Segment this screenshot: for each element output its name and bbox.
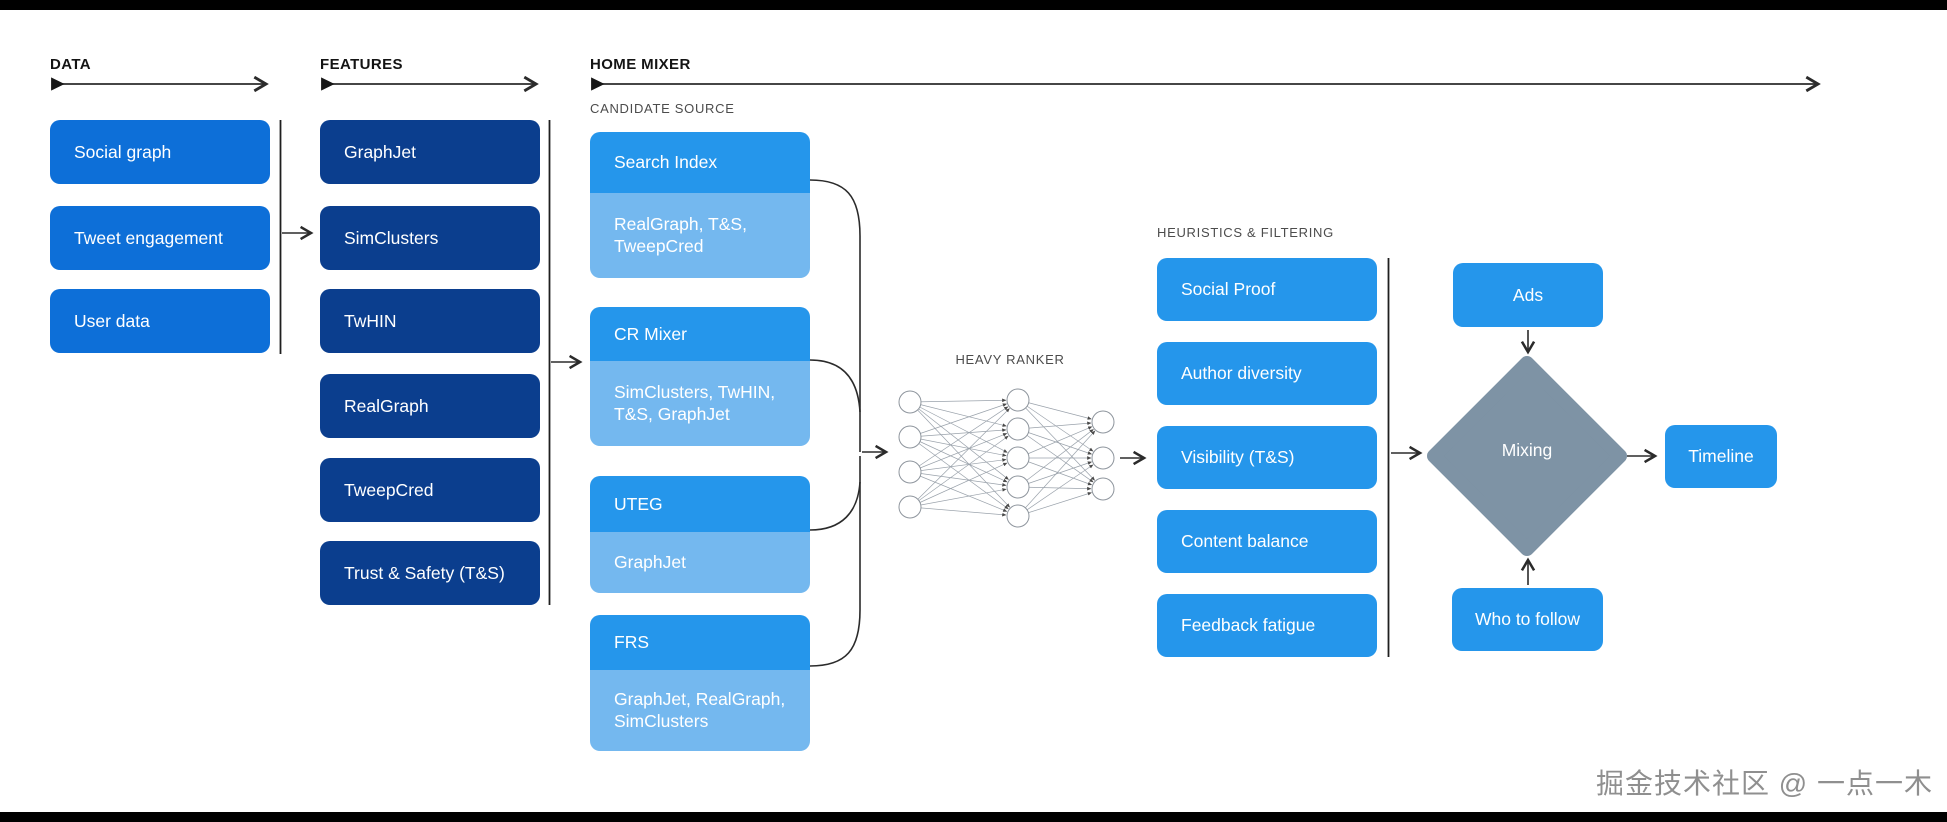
stage-dividers bbox=[279, 120, 1390, 657]
network-node bbox=[1091, 477, 1115, 501]
network-edge bbox=[909, 408, 1010, 508]
network-edge bbox=[1017, 461, 1092, 488]
network-edge bbox=[909, 471, 1008, 512]
network-edge bbox=[1017, 457, 1093, 486]
data-box-social-graph: Social graph bbox=[50, 120, 270, 184]
network-edge bbox=[909, 471, 1007, 487]
network-node bbox=[1006, 417, 1030, 441]
feature-box-tweepcred: TweepCred bbox=[320, 458, 540, 522]
bracket-frs bbox=[809, 456, 861, 667]
bracket-search-index bbox=[809, 179, 861, 452]
ads-box: Ads bbox=[1453, 263, 1603, 327]
data-box-user-data: User data bbox=[50, 289, 270, 353]
feature-box-trust-safety: Trust & Safety (T&S) bbox=[320, 541, 540, 605]
heuristic-box-feedback-fatigue: Feedback fatigue bbox=[1157, 594, 1377, 657]
bracket-cr-mixer bbox=[809, 359, 861, 413]
network-node bbox=[898, 495, 922, 519]
top-black-bar bbox=[0, 0, 1947, 10]
data-box-tweet-engagement: Tweet engagement bbox=[50, 206, 270, 270]
candidate-features-frs: GraphJet, RealGraph, SimClusters bbox=[590, 670, 810, 751]
network-node bbox=[1091, 410, 1115, 434]
heavy-ranker-network bbox=[898, 388, 1115, 528]
network-edge bbox=[1017, 486, 1092, 491]
network-edge bbox=[909, 428, 1007, 438]
feature-box-graphjet: GraphJet bbox=[320, 120, 540, 184]
network-edge bbox=[909, 406, 1009, 473]
network-node bbox=[1006, 475, 1030, 499]
network-node bbox=[898, 425, 922, 449]
timeline-box: Timeline bbox=[1665, 425, 1777, 488]
candidate-source-caption: CANDIDATE SOURCE bbox=[590, 101, 735, 116]
network-edge bbox=[1017, 399, 1095, 481]
flow-arrows bbox=[282, 225, 1658, 585]
network-edge bbox=[1017, 421, 1092, 430]
network-edge bbox=[909, 433, 1008, 473]
network-node bbox=[1006, 504, 1030, 528]
network-edge bbox=[1017, 430, 1096, 517]
candidate-header-uteg: UTEG bbox=[590, 476, 810, 532]
network-edge bbox=[909, 435, 1009, 508]
network-edge bbox=[1017, 428, 1092, 455]
heuristic-box-content-balance: Content balance bbox=[1157, 510, 1377, 573]
network-edge bbox=[909, 436, 1007, 457]
network-edge bbox=[909, 398, 1007, 403]
network-edge bbox=[909, 401, 1011, 508]
network-edge bbox=[909, 401, 1007, 427]
network-edge bbox=[909, 401, 1009, 480]
heavy-ranker-caption: HEAVY RANKER bbox=[955, 352, 1065, 367]
bracket-uteg bbox=[809, 481, 861, 531]
heuristic-box-social-proof: Social Proof bbox=[1157, 258, 1377, 321]
network-edge bbox=[1017, 429, 1094, 488]
mixing-diamond bbox=[1427, 356, 1627, 556]
candidate-features-uteg: GraphJet bbox=[590, 532, 810, 593]
network-edge bbox=[909, 436, 1008, 483]
network-edge bbox=[1017, 464, 1094, 517]
network-edge bbox=[909, 458, 1007, 473]
network-node bbox=[898, 390, 922, 414]
network-node bbox=[1006, 446, 1030, 470]
network-edge bbox=[909, 506, 1007, 517]
data-section-header: DATA bbox=[50, 56, 92, 73]
watermark-text: 掘金技术社区 @ 一点一木 bbox=[1596, 768, 1933, 799]
bottom-black-bar bbox=[0, 812, 1947, 822]
candidate-bracket bbox=[809, 179, 861, 667]
network-edge bbox=[909, 401, 1008, 453]
feature-box-twhin: TwHIN bbox=[320, 289, 540, 353]
who-to-follow-box: Who to follow bbox=[1452, 588, 1603, 651]
network-edge bbox=[1017, 399, 1092, 420]
candidate-header-frs: FRS bbox=[590, 615, 810, 670]
candidate-header-search-index: Search Index bbox=[590, 132, 810, 193]
network-edge bbox=[909, 462, 1008, 508]
feature-box-realgraph: RealGraph bbox=[320, 374, 540, 438]
feature-box-simclusters: SimClusters bbox=[320, 206, 540, 270]
network-edge bbox=[1017, 426, 1093, 459]
heuristic-box-visibility: Visibility (T&S) bbox=[1157, 426, 1377, 489]
candidate-features-search-index: RealGraph, T&S, TweepCred bbox=[590, 193, 810, 278]
network-edge bbox=[909, 403, 1007, 438]
network-edge bbox=[1017, 492, 1092, 517]
heuristics-filtering-caption: HEURISTICS & FILTERING bbox=[1157, 225, 1334, 240]
heuristic-box-author-diversity: Author diversity bbox=[1157, 342, 1377, 405]
network-edge bbox=[909, 488, 1007, 508]
candidate-header-cr-mixer: CR Mixer bbox=[590, 307, 810, 361]
network-node bbox=[1006, 388, 1030, 412]
network-node bbox=[898, 460, 922, 484]
network-edge bbox=[909, 436, 1009, 510]
home-mixer-section-header: HOME MIXER bbox=[590, 56, 691, 73]
features-section-header: FEATURES bbox=[320, 56, 403, 73]
network-node bbox=[1091, 446, 1115, 470]
candidate-features-cr-mixer: SimClusters, TwHIN, T&S, GraphJet bbox=[590, 361, 810, 446]
mixing-diamond-label: Mixing bbox=[1501, 440, 1553, 460]
